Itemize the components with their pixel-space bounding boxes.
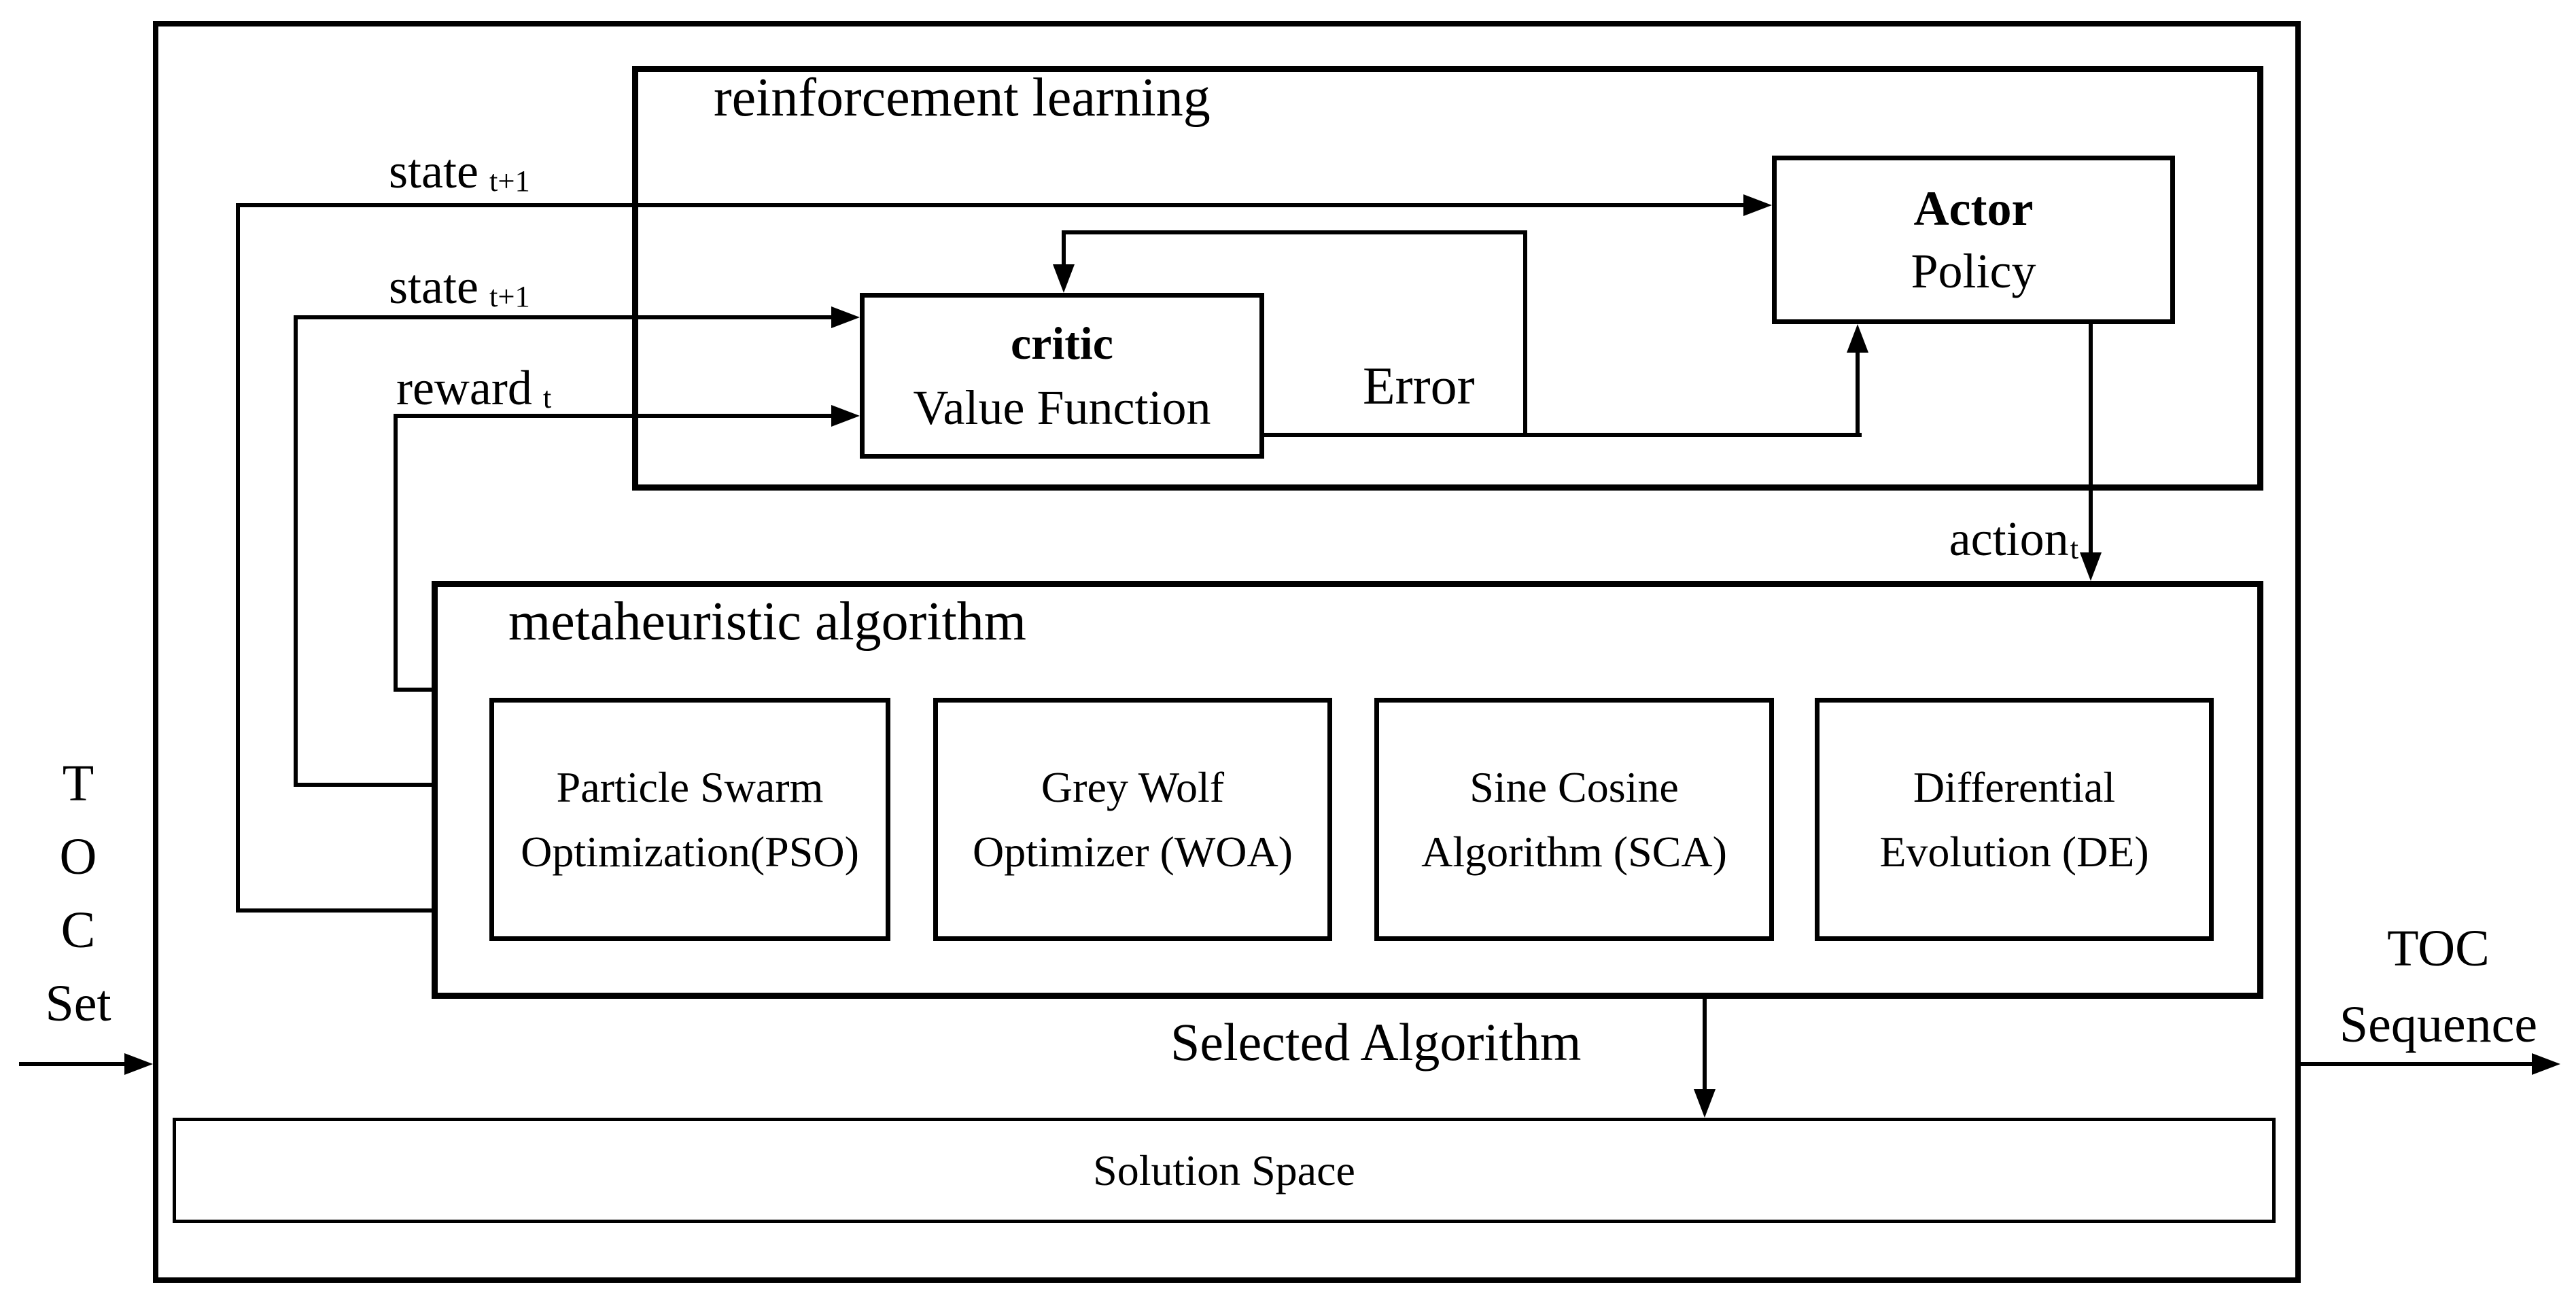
reinforcement-learning-box xyxy=(632,66,2263,491)
toc-sequence-label: TOC Sequence xyxy=(2304,910,2573,1063)
sca-node xyxy=(1374,698,1774,941)
actor-title: Actor xyxy=(1913,181,2034,236)
toc-set-letter-o: O xyxy=(59,828,97,885)
de-node xyxy=(1815,698,2214,941)
actor-subtitle: Policy xyxy=(1911,244,2036,298)
selected-algorithm-label: Selected Algorithm xyxy=(1170,1012,1582,1072)
selected-algorithm-vline xyxy=(1703,999,1707,1092)
state-mid-connector xyxy=(294,783,435,787)
system-outer-box xyxy=(153,21,2301,1283)
critic-title: critic xyxy=(1011,317,1113,369)
reward-vline xyxy=(394,414,398,692)
toc-set-letter-t: T xyxy=(62,755,94,812)
de-text: Differential Evolution (DE) xyxy=(1879,763,2149,876)
action-arrowhead-icon xyxy=(2080,552,2102,581)
state-mid-hline xyxy=(296,315,833,319)
error-loop-right-vline xyxy=(1523,230,1527,437)
toc-set-label: T O C Set xyxy=(10,747,146,1040)
toc-sequence-arrow-line xyxy=(2301,1062,2535,1066)
metaheuristic-title: metaheuristic algorithm xyxy=(508,592,1026,652)
reinforcement-learning-title: reinforcement learning xyxy=(714,68,1211,128)
state-top-vline xyxy=(236,203,240,913)
solution-space-text: Solution Space xyxy=(1093,1146,1355,1194)
error-loop-drop-vline xyxy=(1062,230,1066,266)
state-t1-mid-subscript: t+1 xyxy=(489,279,530,313)
pso-node xyxy=(489,698,890,941)
action-subscript: t xyxy=(2070,531,2078,565)
critic-to-actor-vline xyxy=(1856,350,1860,437)
critic-subtitle: Value Function xyxy=(913,380,1211,435)
sca-text: Sine Cosine Algorithm (SCA) xyxy=(1421,763,1727,876)
toc-set-arrow-line xyxy=(19,1062,126,1066)
state-top-arrowhead-icon xyxy=(1743,194,1772,216)
error-label: Error xyxy=(1363,356,1475,415)
toc-set-word: Set xyxy=(45,975,111,1032)
critic-value-text: critic Value Function xyxy=(860,293,1264,459)
critic-output-hline xyxy=(1264,433,1862,437)
state-top-connector xyxy=(236,908,435,913)
critic-value-node xyxy=(860,293,1264,459)
metaheuristic-box xyxy=(432,581,2263,999)
actor-bottom-arrowhead-icon xyxy=(1847,324,1868,353)
action-label: actiont xyxy=(1949,512,2078,566)
actor-policy-node xyxy=(1772,156,2175,324)
state-mid-vline xyxy=(294,315,298,787)
reward-connector xyxy=(394,688,435,692)
pso-text: Particle Swarm Optimization(PSO) xyxy=(521,763,859,876)
toc-set-letter-c: C xyxy=(60,902,96,959)
reward-subscript: t xyxy=(542,380,552,414)
action-vline xyxy=(2089,324,2093,554)
state-top-hline xyxy=(238,203,1746,207)
reward-hline xyxy=(396,414,833,418)
state-t1-top-subscript: t+1 xyxy=(489,164,530,198)
gwo-text: Grey Wolf Optimizer (WOA) xyxy=(973,763,1293,876)
solution-space-box xyxy=(173,1118,2276,1223)
critic-top-arrowhead-icon xyxy=(1053,264,1075,293)
toc-sequence-arrowhead-icon xyxy=(2532,1053,2560,1075)
toc-set-arrowhead-icon xyxy=(124,1053,153,1075)
error-loop-top-hline xyxy=(1062,230,1527,234)
toc-sequence-line2: Sequence xyxy=(2339,996,2538,1053)
toc-sequence-line1: TOC xyxy=(2387,920,2490,977)
state-mid-arrowhead-icon xyxy=(831,306,860,328)
actor-policy-text: Actor Policy xyxy=(1772,156,2175,324)
solution-space-arrowhead-icon xyxy=(1694,1089,1716,1118)
gwo-node xyxy=(933,698,1332,941)
reward-arrowhead-icon xyxy=(831,405,860,427)
